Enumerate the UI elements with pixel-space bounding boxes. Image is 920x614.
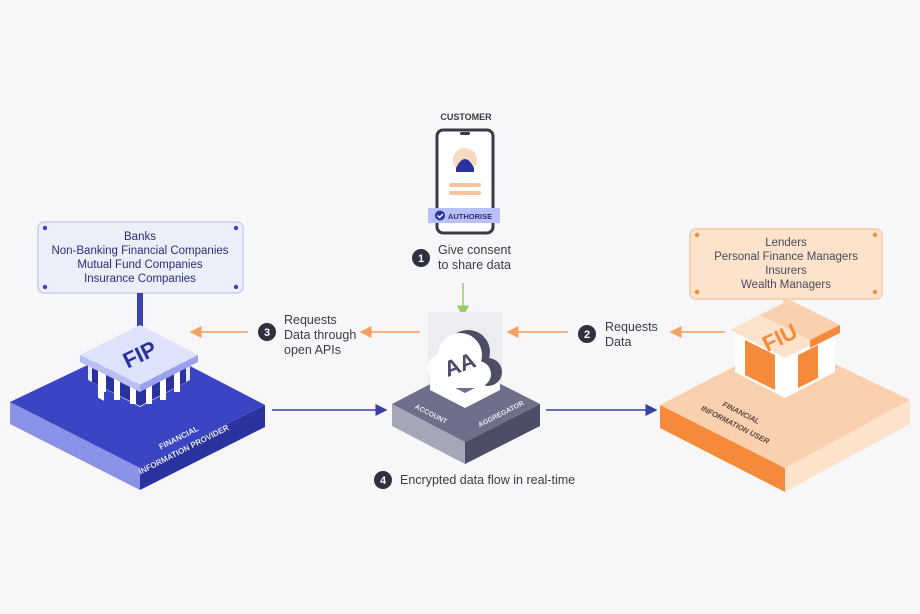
fiu-entity: Wealth Managers bbox=[741, 279, 831, 291]
fip-entity: Banks bbox=[124, 231, 156, 243]
fiu-building-icon: FIU bbox=[730, 300, 840, 398]
fip-entity: Non-Banking Financial Companies bbox=[51, 245, 228, 257]
svg-text:Requests: Requests bbox=[605, 320, 658, 334]
check-icon bbox=[435, 210, 445, 221]
fiu-entities-box: Lenders Personal Finance Managers Insure… bbox=[689, 228, 883, 300]
fip-platform: FIP FINANCIAL INFORMATION PROVIDER bbox=[10, 325, 265, 490]
fip-entity: Mutual Fund Companies bbox=[77, 259, 203, 271]
svg-text:1: 1 bbox=[418, 253, 424, 265]
fip-connector bbox=[137, 293, 143, 335]
step-1: 1 Give consent to share data bbox=[412, 243, 511, 272]
customer-label: CUSTOMER bbox=[440, 112, 492, 122]
svg-text:AUTHORISE: AUTHORISE bbox=[448, 212, 492, 221]
aa-platform: AA ACCOUNT AGGREGATOR bbox=[392, 312, 540, 464]
svg-text:Data through: Data through bbox=[284, 328, 356, 342]
fip-bank-building-icon: FIP bbox=[80, 325, 198, 407]
fiu-entity: Personal Finance Managers bbox=[714, 251, 858, 263]
fip-entities-box: Banks Non-Banking Financial Companies Mu… bbox=[37, 221, 244, 294]
fiu-entity: Insurers bbox=[765, 265, 807, 277]
step-2: 2 Requests Data bbox=[578, 320, 658, 349]
svg-text:2: 2 bbox=[584, 329, 590, 341]
step-4: 4 Encrypted data flow in real-time bbox=[374, 471, 575, 489]
step-3: 3 Requests Data through open APIs bbox=[258, 313, 356, 357]
authorise-button[interactable]: AUTHORISE bbox=[428, 208, 500, 223]
svg-text:3: 3 bbox=[264, 327, 270, 339]
fiu-entity: Lenders bbox=[765, 237, 807, 249]
svg-text:to share data: to share data bbox=[438, 258, 511, 272]
svg-text:Requests: Requests bbox=[284, 313, 337, 327]
fiu-platform: FIU FINANCIAL INFORMATION USER bbox=[660, 300, 910, 492]
cloud-icon bbox=[428, 330, 502, 388]
svg-text:4: 4 bbox=[380, 475, 387, 487]
svg-text:Encrypted data flow in real-ti: Encrypted data flow in real-time bbox=[400, 473, 575, 487]
fip-entity: Insurance Companies bbox=[84, 273, 196, 285]
customer-phone-icon bbox=[435, 128, 495, 235]
svg-text:open APIs: open APIs bbox=[284, 343, 341, 357]
svg-text:Give consent: Give consent bbox=[438, 243, 511, 257]
svg-text:Data: Data bbox=[605, 335, 631, 349]
